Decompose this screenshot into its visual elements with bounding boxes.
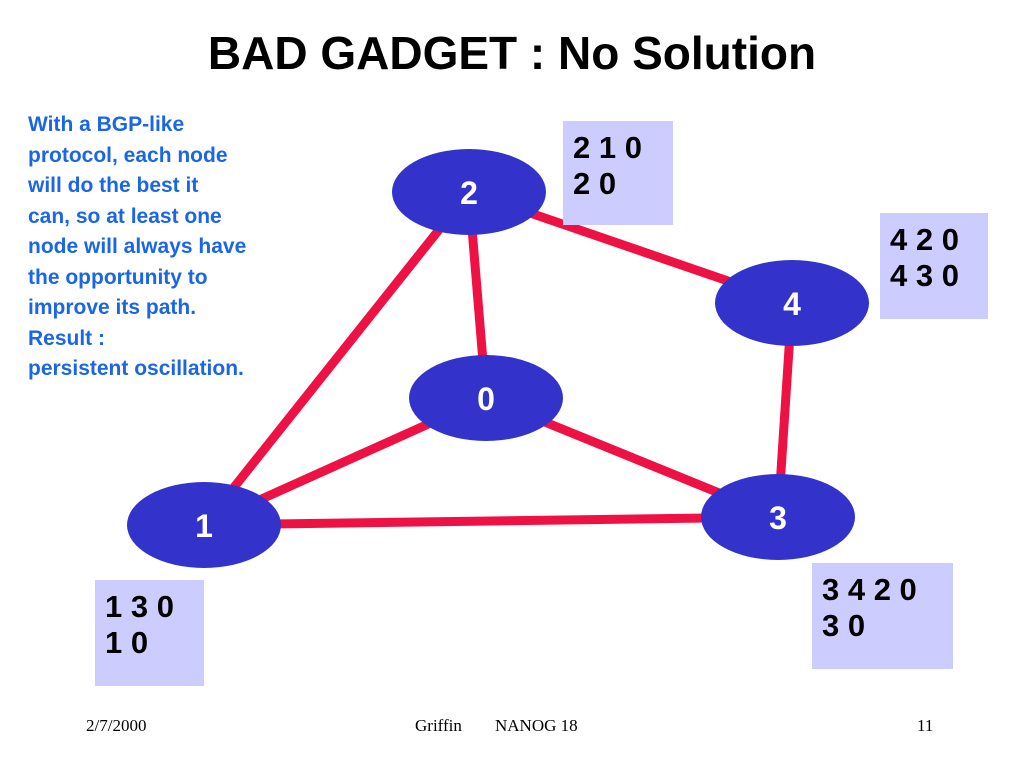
node-label: 1 — [195, 508, 213, 544]
path-line: 1 0 — [105, 625, 149, 660]
node-ellipse — [127, 482, 281, 568]
description-line: will do the best it — [28, 174, 199, 197]
node-ellipse — [701, 474, 855, 560]
description-line: protocol, each node — [28, 143, 228, 167]
node-ellipse — [409, 355, 563, 441]
node-label: 3 — [769, 500, 787, 536]
description-line: can, so at least one — [28, 204, 222, 228]
path-box-node-3: 3 4 2 0 3 0 — [812, 563, 953, 669]
path-line: 4 2 0 — [890, 222, 959, 257]
edge-1-3 — [203, 512, 779, 530]
path-box-node-4: 4 2 0 4 3 0 — [880, 213, 988, 319]
node-ellipse — [392, 149, 546, 235]
path-line: 2 0 — [573, 166, 617, 201]
node-label: 2 — [460, 175, 478, 211]
node-layer: 0 1 2 3 4 — [127, 149, 869, 568]
node-label: 0 — [477, 381, 495, 417]
description-line: With a BGP-like — [28, 113, 185, 136]
path-line: 1 3 0 — [105, 589, 174, 624]
node-1: 1 — [127, 482, 281, 568]
path-line: 3 0 — [822, 608, 866, 643]
node-0: 0 — [409, 355, 563, 441]
footer-page-number: 11 — [917, 716, 934, 735]
node-2: 2 — [392, 149, 546, 235]
description-line: node will always have — [28, 235, 247, 258]
slide-title: BAD GADGET : No Solution — [207, 27, 817, 79]
footer-date: 2/7/2000 — [86, 716, 147, 735]
path-line: 4 3 0 — [890, 258, 959, 293]
path-box-node-2: 2 1 0 2 0 — [563, 121, 673, 225]
node-ellipse — [715, 260, 869, 346]
description-text: With a BGP-like protocol, each node will… — [28, 110, 308, 385]
description-line: Result : — [28, 326, 106, 350]
description-line: the opportunity to — [28, 265, 208, 289]
footer-event: NANOG 18 — [495, 716, 578, 735]
description-line: improve its path. — [28, 296, 197, 319]
node-4: 4 — [715, 260, 869, 346]
node-3: 3 — [701, 474, 855, 560]
path-line: 2 1 0 — [573, 130, 642, 165]
footer-author: Griffin — [415, 716, 462, 735]
path-box-node-1: 1 3 0 1 0 — [95, 580, 204, 686]
path-line: 3 4 2 0 — [822, 572, 917, 607]
edge-2-1 — [200, 189, 473, 528]
node-label: 4 — [783, 286, 801, 322]
description-line: persistent oscillation. — [28, 357, 244, 380]
